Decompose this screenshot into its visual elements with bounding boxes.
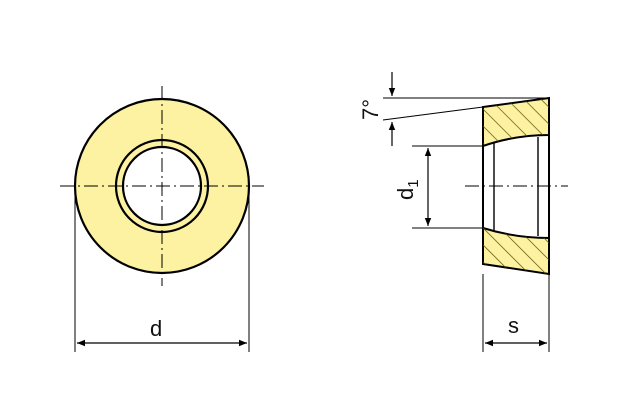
side-view: d1 7° s xyxy=(358,72,568,352)
front-view: d xyxy=(60,86,264,352)
dimension-label-s: s xyxy=(508,313,519,338)
angle-slope-line xyxy=(382,106,484,121)
angle-label: 7° xyxy=(358,99,383,120)
dimension-label-d1: d1 xyxy=(393,179,422,200)
dimension-label-d: d xyxy=(150,316,162,341)
